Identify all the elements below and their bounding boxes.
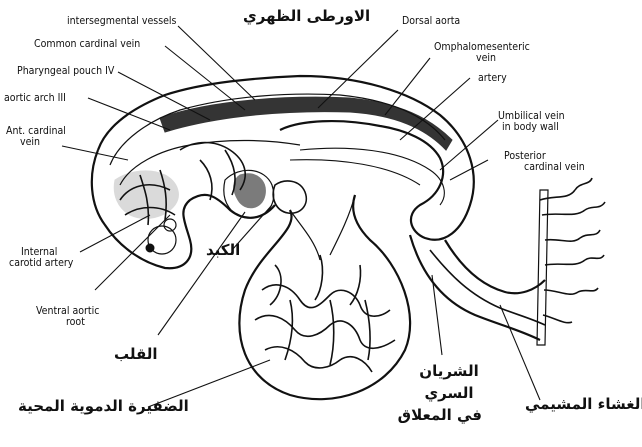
label-ventral-aortic-root: Ventral aortic root [36,306,99,328]
label-ar-heart: القلب [114,346,158,362]
label-ar-liver: الكبد [206,242,240,258]
label-intersegmental-vessels: intersegmental vessels [67,16,176,27]
label-omphalomesenteric: Omphalomesenteric vein [434,42,530,64]
label-ar-dorsal-aorta: الاورطى الظهري [243,8,370,24]
yolk-sac [239,195,410,399]
connecting-stalk [410,178,605,345]
label-internal-carotid-artery: Internal carotid artery [9,247,73,269]
label-umbilical-vein: Umbilical vein in body wall [498,111,565,133]
label-posterior-cardinal-vein: Posterior cardinal vein [504,151,585,173]
embryo-body [92,76,474,268]
label-artery: artery [478,73,507,84]
label-ar-vitelline-plexus: الضفيرة الدموية المحية [18,398,189,414]
label-dorsal-aorta: Dorsal aorta [402,16,460,27]
label-ant-cardinal-vein: Ant. cardinal vein [6,126,66,148]
label-pharyngeal-pouch-iv: Pharyngeal pouch IV [17,66,114,77]
label-aortic-arch-iii: aortic arch III [4,93,66,104]
label-ar-umbilical-artery: الشريان السري في المعلاق [416,360,482,426]
label-ar-chorion: الغشاء المشيمي [525,396,642,412]
label-common-cardinal-vein: Common cardinal vein [34,39,140,50]
